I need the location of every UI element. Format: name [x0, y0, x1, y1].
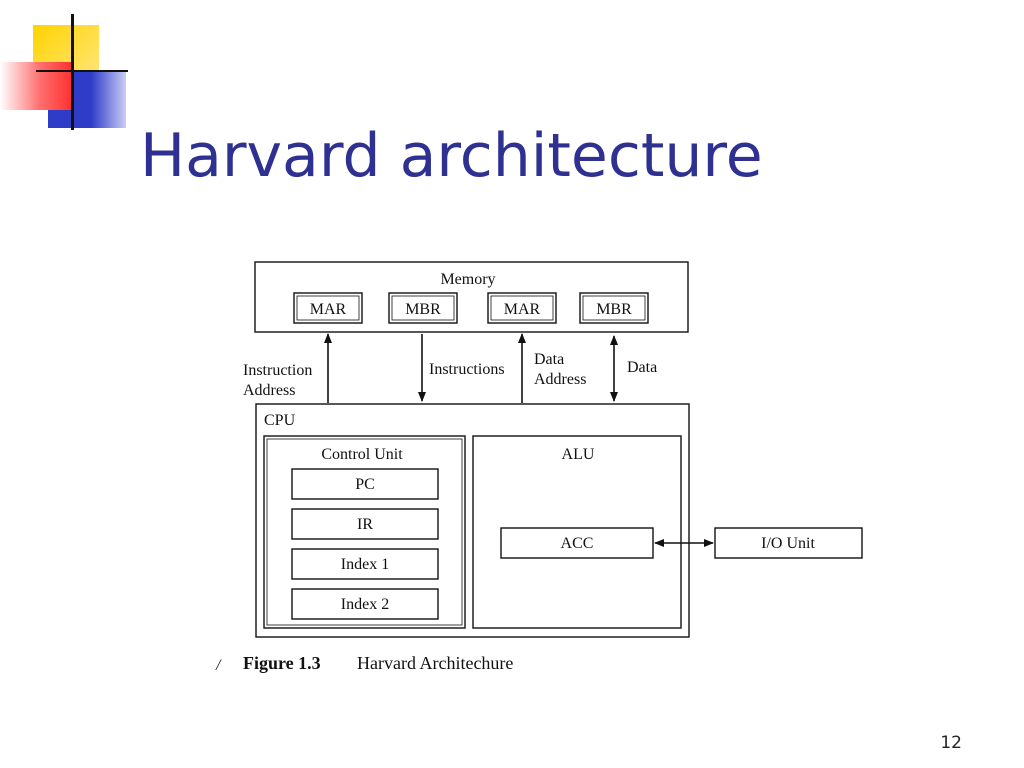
cpu-box	[255, 403, 690, 638]
data-address-label-line1: Data	[534, 351, 564, 368]
acc-label: ACC	[561, 535, 594, 552]
register-pc: PC	[291, 468, 439, 500]
figure-caption: Harvard Architechure	[357, 653, 513, 673]
io-unit: I/O Unit	[714, 527, 863, 559]
memory-register-mar-2: MAR	[487, 292, 557, 324]
memory-register-mar-1: MAR	[293, 292, 363, 324]
instructions-label: Instructions	[429, 361, 505, 378]
instruction-address-label-line2: Address	[243, 382, 295, 399]
memory-box	[254, 261, 689, 333]
control-unit-box	[263, 435, 466, 629]
data-address-label-line2: Address	[534, 371, 586, 388]
register-ir: IR	[291, 508, 439, 540]
memory-register-label: MAR	[504, 301, 541, 318]
io-unit-label: I/O Unit	[761, 535, 815, 552]
slide-number: 12	[940, 733, 962, 753]
register-index-1: Index 1	[291, 548, 439, 580]
register-index-2: Index 2	[291, 588, 439, 620]
memory-register-label: MBR	[405, 301, 441, 318]
data-label: Data	[627, 359, 657, 376]
memory-register-mbr-2: MBR	[579, 292, 649, 324]
memory-register-mbr-1: MBR	[388, 292, 458, 324]
register-label: PC	[355, 476, 375, 493]
acc-register: ACC	[500, 527, 654, 559]
alu-label: ALU	[562, 446, 595, 463]
corner-decoration	[0, 0, 140, 140]
memory-register-label: MBR	[596, 301, 632, 318]
register-label: Index 2	[341, 596, 389, 613]
caption-mark: /	[215, 657, 222, 674]
instruction-address-label-line1: Instruction	[243, 362, 312, 379]
memory-register-label: MAR	[310, 301, 347, 318]
cpu-label: CPU	[264, 412, 296, 429]
deco-horizontal-line	[36, 70, 128, 72]
register-label: Index 1	[341, 556, 389, 573]
deco-vertical-line	[71, 14, 74, 130]
alu-box	[472, 435, 682, 629]
figure-number: Figure 1.3	[243, 653, 321, 673]
control-unit-label: Control Unit	[321, 446, 403, 463]
memory-label: Memory	[440, 271, 495, 288]
slide-title: Harvard architecture	[140, 121, 763, 191]
register-label: IR	[357, 516, 373, 533]
